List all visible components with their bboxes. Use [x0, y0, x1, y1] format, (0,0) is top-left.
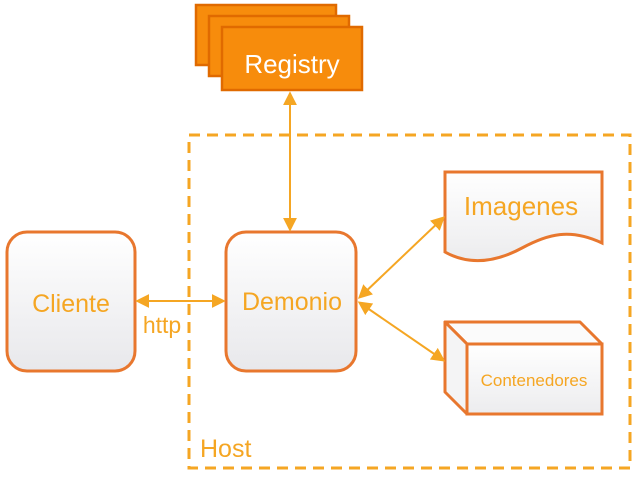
client-box: [5, 230, 137, 373]
host-label: Host: [200, 435, 251, 463]
connector-daemon-images: [357, 216, 446, 299]
client-label: Cliente: [32, 290, 110, 318]
images-node: Imagenes: [443, 170, 604, 263]
host-boundary: [187, 133, 632, 470]
containers-box-top: [443, 320, 604, 346]
images-label: Imagenes: [464, 191, 578, 221]
http-label: http: [143, 312, 181, 338]
containers-node: Contenedores: [443, 320, 604, 416]
client-node: Cliente: [5, 230, 137, 373]
containers-label: Contenedores: [481, 371, 588, 390]
daemon-box: [224, 230, 358, 373]
containers-box-front: [465, 342, 604, 416]
registry-label: Registry: [244, 49, 339, 79]
images-document-shape: [443, 170, 604, 263]
registry-node: Registry: [194, 3, 364, 92]
registry-stack-front: [220, 25, 364, 92]
daemon-node: Demonio: [224, 230, 358, 373]
connector-daemon-containers: [357, 301, 446, 362]
daemon-label: Demonio: [242, 288, 342, 316]
